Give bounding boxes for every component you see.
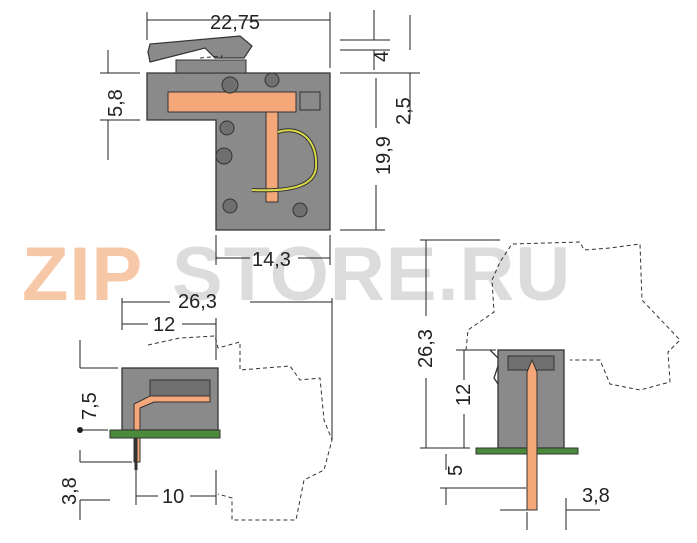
header-pin-right <box>526 358 538 511</box>
dim-top-width: 22,75 <box>210 12 260 34</box>
dim-pcb-offset: 12 <box>153 314 175 336</box>
dim-total-width: 26,3 <box>178 291 217 313</box>
dim-pin-length-left: 3,8 <box>59 477 81 505</box>
side-view-left: 26,3 12 7,5 3,8 10 <box>59 291 333 521</box>
dim-bottom-width: 14,3 <box>252 249 291 271</box>
dim-left-height: 5,8 <box>105 89 127 117</box>
dim-body-height: 19,9 <box>373 136 395 175</box>
mount-hole-3 <box>222 198 238 214</box>
mating-plug-outline-right <box>465 241 681 391</box>
dim-side-height: 7,5 <box>79 392 101 420</box>
header-pin-left <box>133 395 211 463</box>
pcb-left <box>109 429 221 439</box>
top-view: 22,75 4 5,8 2,5 19,9 14,3 <box>100 10 420 271</box>
dim-offset-right: 2,5 <box>393 97 415 125</box>
dim-total-height: 26,3 <box>415 329 437 368</box>
conductor-channel <box>265 111 279 203</box>
watermark: ZIP STORE.RU <box>22 232 571 317</box>
contact-slot <box>167 91 297 113</box>
mount-hole-2 <box>215 147 233 165</box>
housing-top-step <box>175 59 247 74</box>
dim-pin-length-right: 3,8 <box>582 485 610 507</box>
clamp-spring-inner <box>251 129 318 192</box>
latch-hidden-outline <box>199 55 223 73</box>
mount-hole-1 <box>219 120 235 136</box>
test-hole-1 <box>221 76 239 94</box>
dim-latch-height: 4 <box>371 51 393 62</box>
release-latch <box>147 35 253 63</box>
dim-pin-spacing: 10 <box>162 486 184 508</box>
mount-hole-4 <box>292 202 308 218</box>
mating-plug-outline <box>147 335 333 521</box>
front-view-right: 26,3 12 5 3,8 <box>415 239 681 530</box>
dim-pin-protrusion: 5 <box>445 465 467 476</box>
watermark-left: ZIP <box>22 232 143 317</box>
watermark-right: STORE.RU <box>172 232 571 317</box>
dim-front-height: 12 <box>453 384 475 406</box>
test-hole-2 <box>264 72 280 88</box>
latch-hook-right <box>489 349 501 385</box>
contact-window <box>299 91 321 111</box>
